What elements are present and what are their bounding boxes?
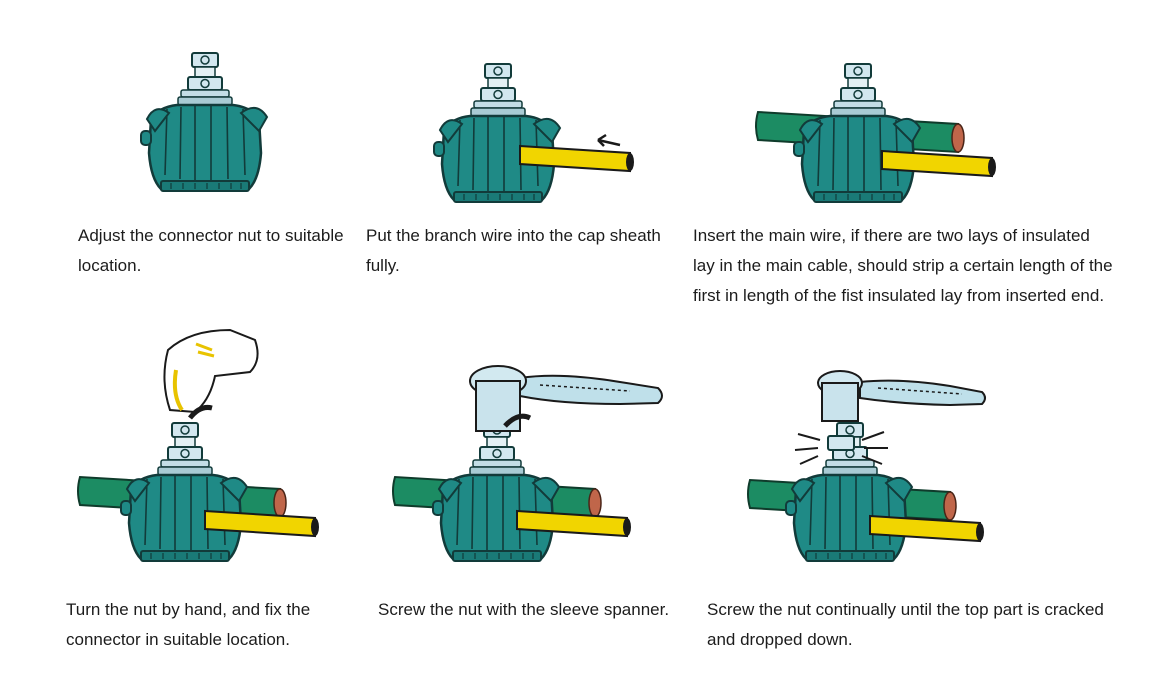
step3-connector	[755, 62, 997, 204]
step2-connector	[432, 62, 635, 204]
sleeve-spanner-icon	[817, 370, 986, 422]
glove-hand-icon	[163, 328, 259, 414]
insert-arrow-icon	[597, 133, 621, 147]
turn-arrow-icon	[503, 413, 532, 428]
step-3-caption: Insert the main wire, if there are two l…	[693, 226, 1113, 305]
step-6-caption: Screw the nut continually until the top …	[707, 600, 1104, 649]
step5-connector	[392, 365, 663, 563]
crack-lines-icon	[794, 431, 888, 465]
step1-connector	[139, 51, 269, 193]
step-4-caption: Turn the nut by hand, and fix the connec…	[66, 600, 311, 649]
step-5-caption: Screw the nut with the sleeve spanner.	[378, 600, 670, 619]
turn-arrow-icon	[188, 405, 213, 420]
step4-connector	[77, 328, 320, 563]
sleeve-spanner-icon	[469, 365, 663, 432]
step6-connector	[747, 370, 986, 563]
step-1-caption: Adjust the connector nut to suitable loc…	[78, 226, 344, 275]
step-2-caption: Put the branch wire into the cap sheath …	[366, 226, 661, 275]
